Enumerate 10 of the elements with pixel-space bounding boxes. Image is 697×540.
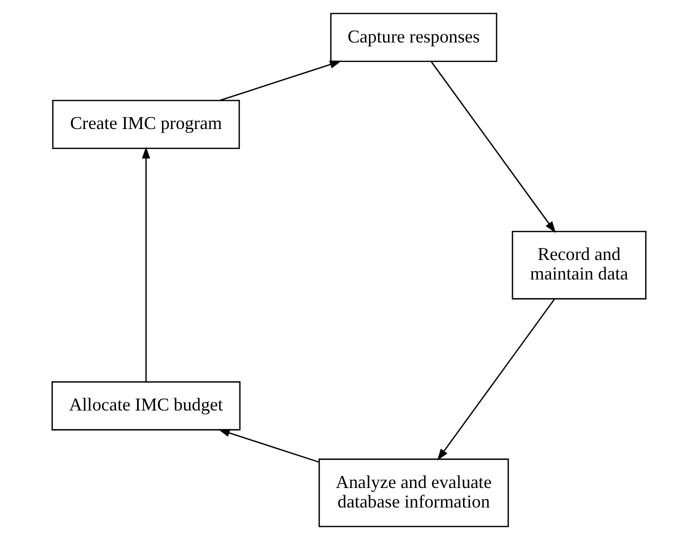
- arrow: [436, 298, 554, 460]
- node-box: Analyze and evaluate database information: [318, 458, 508, 528]
- arrow: [141, 146, 150, 382]
- arrow: [218, 429, 319, 463]
- arrow: [219, 60, 341, 102]
- node-box: Record and maintain data: [511, 230, 646, 300]
- arrow: [430, 61, 556, 233]
- node-box: Create IMC program: [52, 100, 240, 150]
- node-box: Allocate IMC budget: [51, 381, 240, 430]
- node-box: Capture responses: [330, 12, 497, 62]
